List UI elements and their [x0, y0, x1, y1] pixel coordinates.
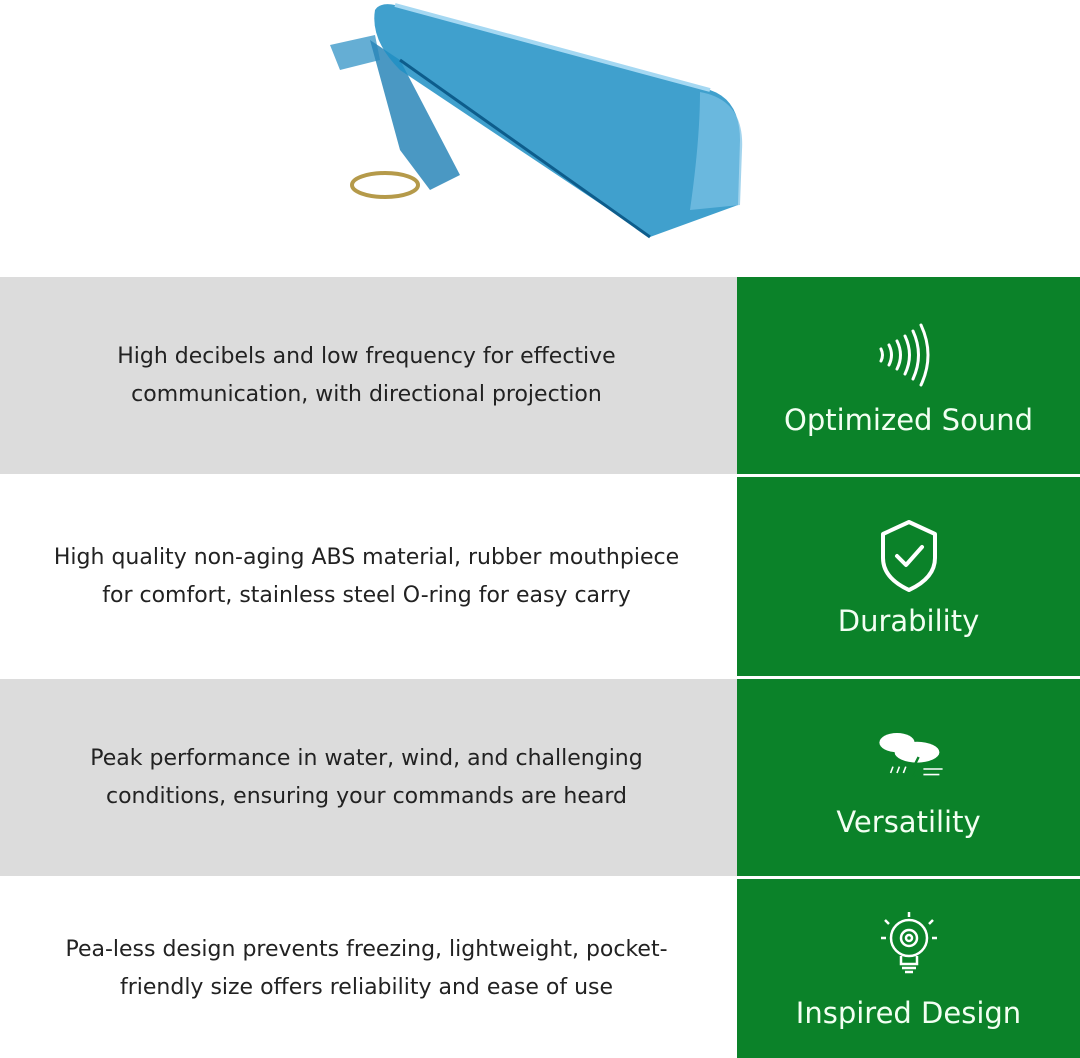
storm-cloud-icon: [878, 732, 943, 777]
description-line: High decibels and low frequency for effe…: [117, 343, 616, 369]
feature-description: Pea-less design prevents freezing, light…: [0, 879, 733, 1058]
shield-check-icon: [880, 519, 937, 592]
description-line: Pea-less design prevents freezing, light…: [65, 936, 668, 962]
feature-panel: Durability: [737, 477, 1080, 676]
feature-panel: Optimized Sound: [737, 277, 1080, 474]
feature-title: Versatility: [836, 804, 981, 839]
feature-row-optimized-sound: High decibels and low frequency for effe…: [0, 277, 1080, 474]
description-line: friendly size offers reliability and eas…: [119, 974, 614, 1000]
description-line: conditions, ensuring your commands are h…: [106, 783, 627, 809]
description-line: communication, with directional projecti…: [131, 381, 602, 407]
description-line: High quality non-aging ABS material, rub…: [53, 544, 680, 570]
feature-row-inspired-design: Pea-less design prevents freezing, light…: [0, 879, 1080, 1058]
feature-panel: Versatility: [737, 679, 1080, 876]
sound-waves-icon: [879, 323, 929, 386]
description-line: Peak performance in water, wind, and cha…: [90, 745, 643, 771]
feature-title: Durability: [837, 603, 980, 638]
feature-title: Optimized Sound: [784, 402, 1033, 437]
feature-panel: Inspired Design: [737, 879, 1080, 1058]
feature-description: Peak performance in water, wind, and cha…: [0, 679, 733, 876]
feature-description: High quality non-aging ABS material, rub…: [0, 477, 733, 676]
lightbulb-gear-icon: [880, 911, 937, 973]
description-line: for comfort, stainless steel O-ring for …: [102, 582, 631, 608]
product-image-area: [0, 0, 1080, 277]
feature-title: Inspired Design: [795, 995, 1022, 1030]
feature-description: High decibels and low frequency for effe…: [0, 277, 733, 474]
whistle-image: [330, 3, 743, 239]
feature-row-versatility: Peak performance in water, wind, and cha…: [0, 679, 1080, 876]
feature-row-durability: High quality non-aging ABS material, rub…: [0, 477, 1080, 676]
